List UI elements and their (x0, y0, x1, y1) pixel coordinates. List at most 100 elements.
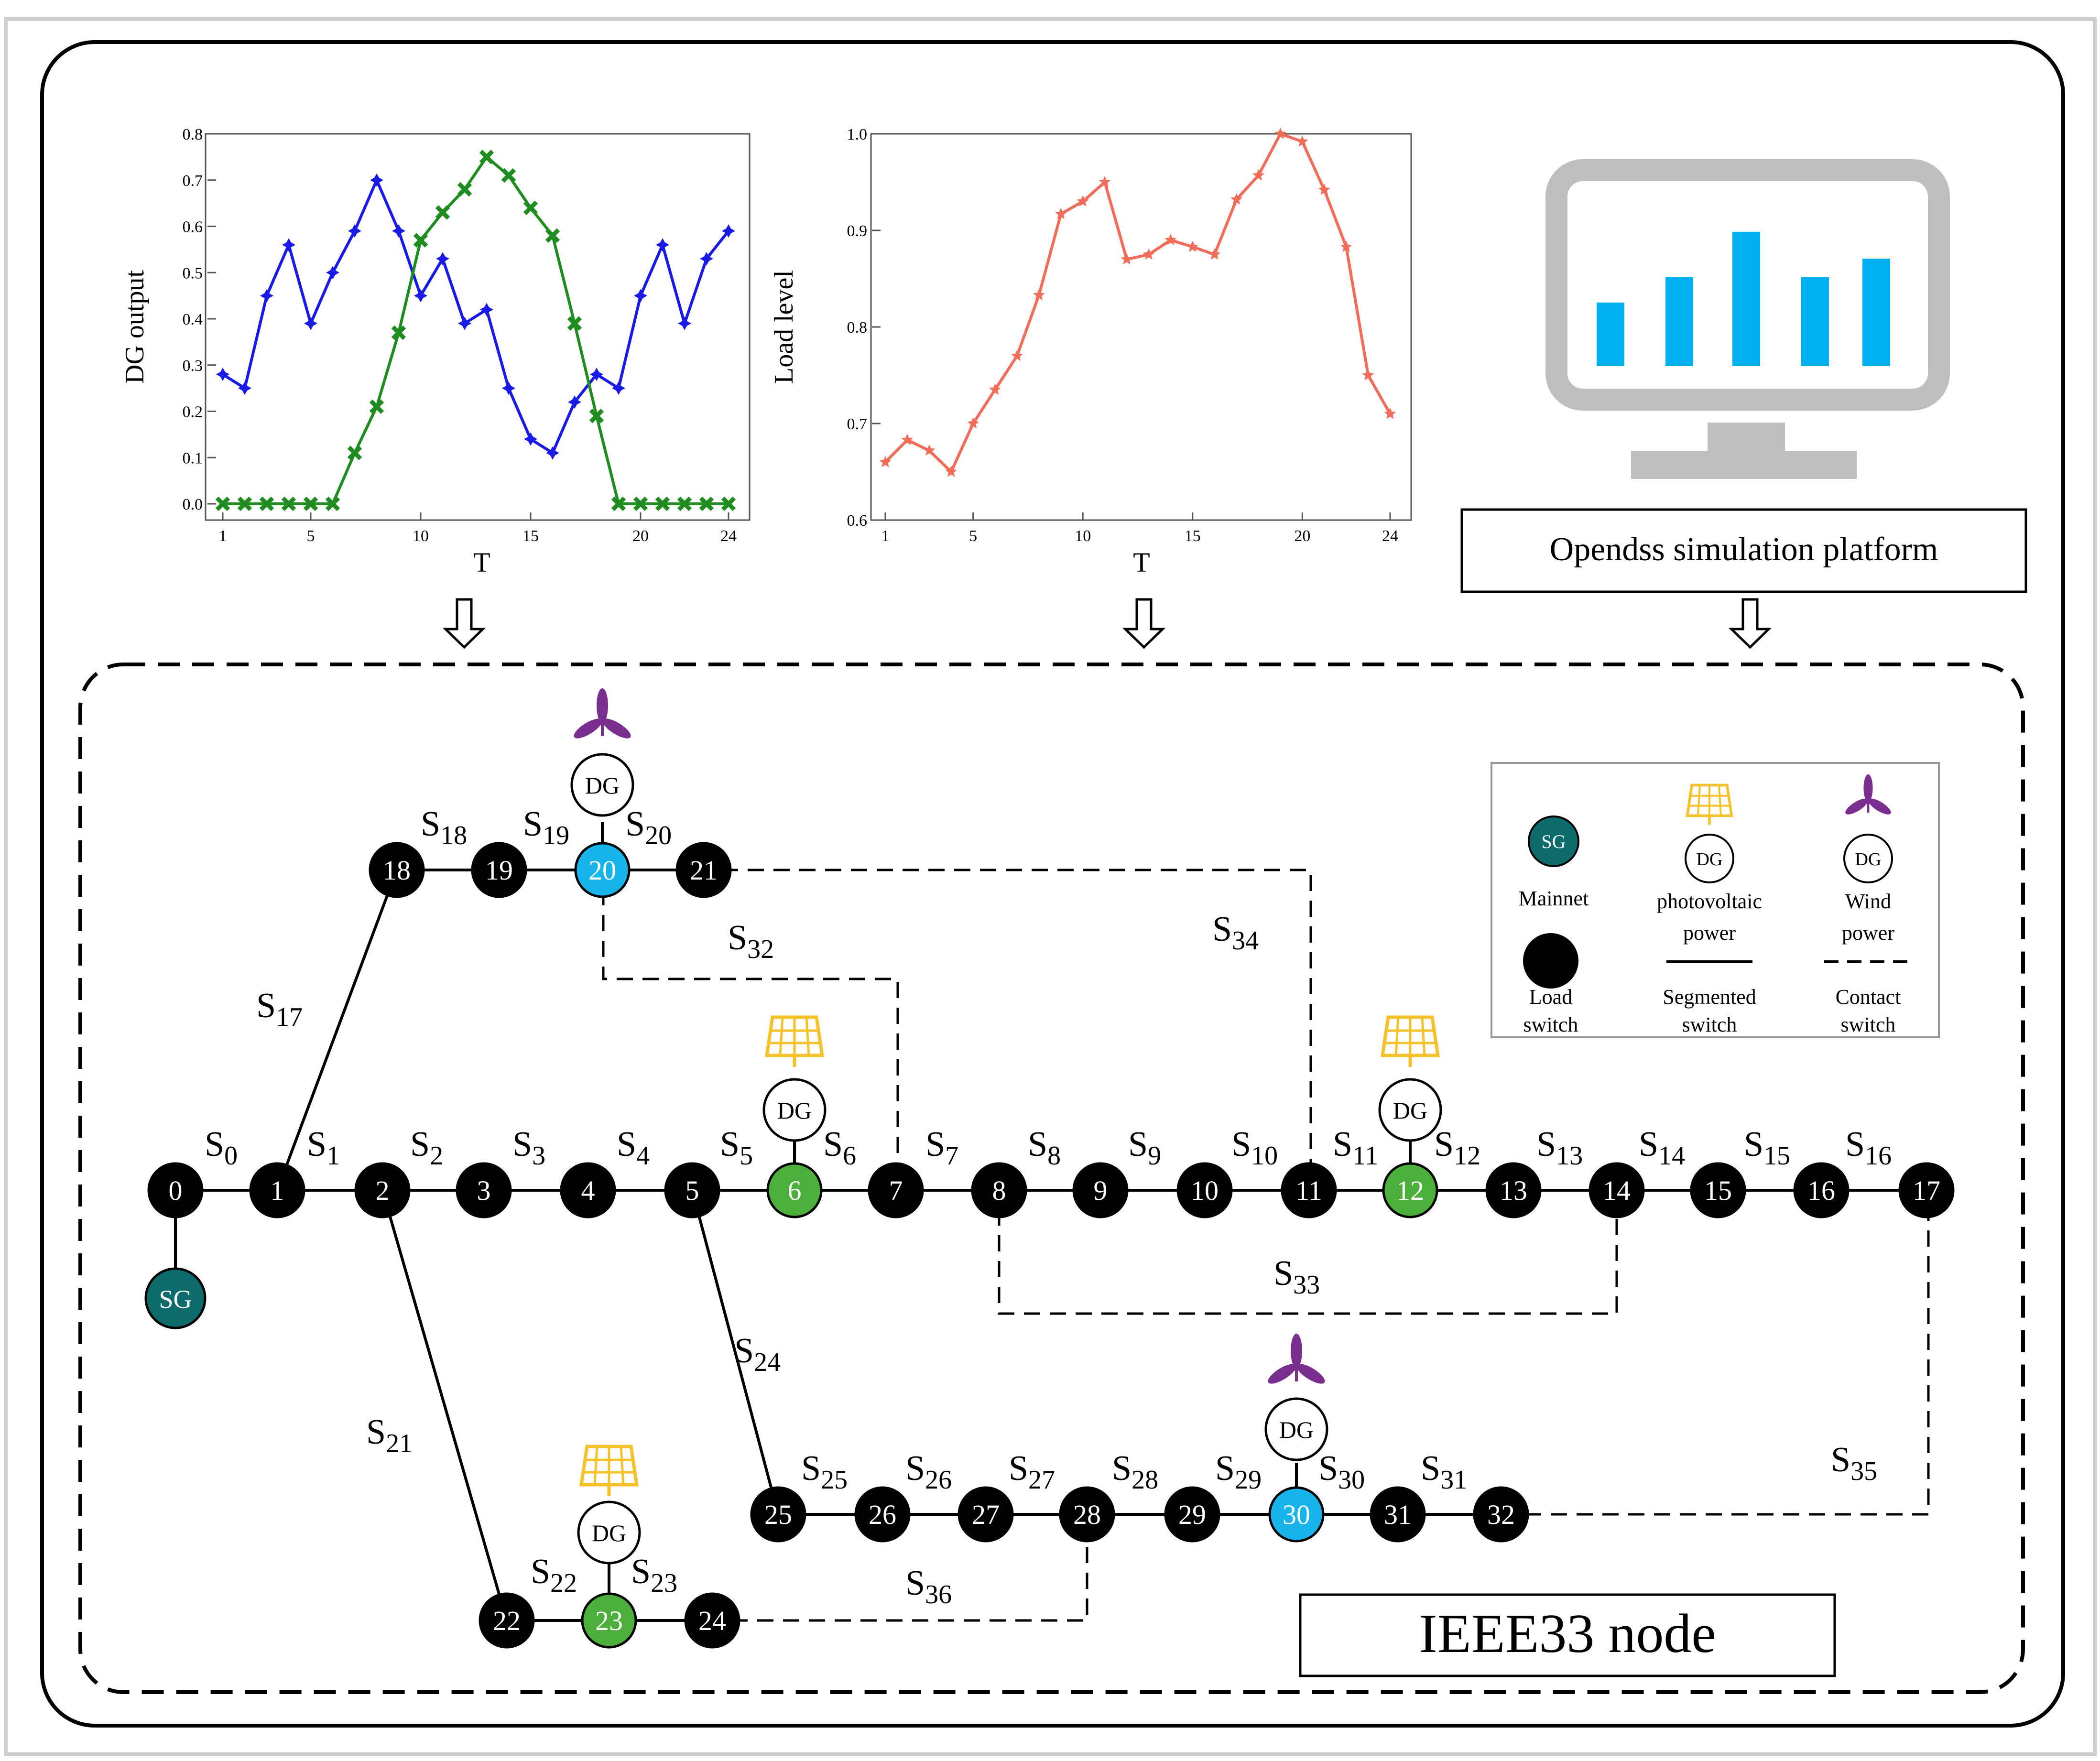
y-tick-label: 0.0 (183, 496, 203, 513)
main-frame (40, 40, 2065, 1728)
legend-seg-label-1: Segmented (1663, 985, 1756, 1009)
dg-label: DG (777, 1097, 812, 1124)
network-frame (78, 663, 2025, 1694)
bus-node-label: 1 (271, 1175, 284, 1206)
bus-node (574, 842, 631, 898)
y-tick-label: 0.4 (183, 311, 203, 328)
data-point (348, 224, 361, 238)
bus-node (766, 1162, 823, 1218)
data-point (1296, 135, 1308, 147)
data-point (260, 289, 273, 303)
data-point (457, 182, 472, 197)
data-point (392, 224, 405, 238)
dg-label: DG (1279, 1416, 1314, 1443)
x-tick-label: 20 (1294, 527, 1310, 545)
switch-label: S26 (905, 1449, 952, 1495)
data-point (1055, 207, 1067, 219)
monitor-bar (1597, 302, 1624, 366)
x-axis-label: T (1133, 547, 1150, 578)
data-point (480, 303, 493, 316)
bus-node (1382, 1162, 1438, 1218)
dg-unit (1378, 1078, 1442, 1142)
data-point (722, 224, 735, 238)
monitor-bar (1665, 277, 1693, 366)
data-point (923, 444, 936, 456)
data-point (259, 496, 274, 511)
switch-label: S23 (631, 1552, 677, 1598)
bus-node-label: 28 (1073, 1499, 1101, 1530)
data-point (1033, 289, 1045, 300)
data-point (524, 432, 537, 446)
bus-node (1485, 1162, 1542, 1218)
data-point (1164, 234, 1177, 245)
bus-node-label: 3 (477, 1175, 491, 1206)
bus-node (958, 1486, 1014, 1543)
bus-node-label: 15 (1704, 1175, 1732, 1206)
data-point (967, 417, 979, 429)
bus-node-label: 22 (493, 1605, 521, 1636)
platform-caption-box (1460, 508, 2027, 593)
bus-node-label: 6 (788, 1175, 802, 1206)
data-point (369, 399, 384, 414)
data-point (568, 395, 581, 409)
x-tick-label: 15 (1185, 527, 1201, 545)
x-tick-label: 1 (881, 527, 890, 545)
data-point (945, 466, 958, 477)
switch-label: S8 (1028, 1125, 1061, 1171)
data-point (347, 446, 362, 460)
legend-dg-marker (1685, 834, 1734, 883)
data-point (879, 456, 892, 467)
monitor-bar (1862, 259, 1890, 366)
y-axis-label: DG output (120, 270, 150, 384)
data-point (611, 496, 626, 511)
x-tick-label: 24 (1382, 527, 1398, 545)
bus-node (456, 1162, 512, 1218)
bus-node (664, 1162, 720, 1218)
down-arrow-icon (1728, 598, 1772, 649)
data-point (237, 496, 252, 511)
legend-mainnet-label: Mainnet (1519, 887, 1589, 910)
bus-node-label: 0 (169, 1175, 183, 1206)
series-line (223, 154, 729, 505)
y-tick-label: 1.0 (847, 126, 868, 143)
bus-node-label: 29 (1178, 1499, 1206, 1530)
y-tick-label: 0.6 (183, 218, 203, 236)
series-line (884, 132, 1392, 475)
bus-node-label: 30 (1283, 1499, 1310, 1530)
data-point (1274, 128, 1286, 139)
x-tick-label: 15 (522, 527, 539, 545)
legend-contact-label-1: Contact (1836, 985, 1901, 1009)
data-point (281, 496, 296, 511)
bus-node (249, 1162, 305, 1218)
bus-node (1059, 1486, 1115, 1543)
switch-label: S16 (1845, 1125, 1892, 1171)
series-line (222, 176, 730, 455)
legend-pv-label-2: power (1683, 921, 1736, 945)
bus-node-label: 24 (698, 1605, 726, 1636)
bus-node (1898, 1162, 1955, 1218)
data-point (655, 496, 670, 511)
data-point (1099, 176, 1111, 187)
chart-plot-area (870, 133, 1412, 521)
bus-node-label: 27 (972, 1499, 1000, 1530)
y-axis-label: Load level (769, 270, 799, 384)
bus-node (1473, 1486, 1529, 1543)
data-point (656, 238, 669, 252)
x-tick-label: 20 (632, 527, 649, 545)
switch-label: S2 (410, 1125, 443, 1171)
data-point (216, 368, 229, 381)
switch-label: S24 (734, 1331, 781, 1377)
data-point (699, 496, 714, 511)
mainnet-node (144, 1267, 207, 1329)
legend-load-label-1: Load (1529, 985, 1572, 1009)
bus-node-label: 25 (764, 1499, 792, 1530)
bus-node (560, 1162, 616, 1218)
bus-node-label: 5 (685, 1175, 699, 1206)
switch-label: S12 (1434, 1125, 1480, 1171)
monitor-bar (1732, 231, 1760, 366)
switch-label: S11 (1333, 1125, 1378, 1171)
data-point (303, 496, 318, 511)
data-point (1011, 349, 1023, 361)
data-point (1252, 169, 1264, 181)
